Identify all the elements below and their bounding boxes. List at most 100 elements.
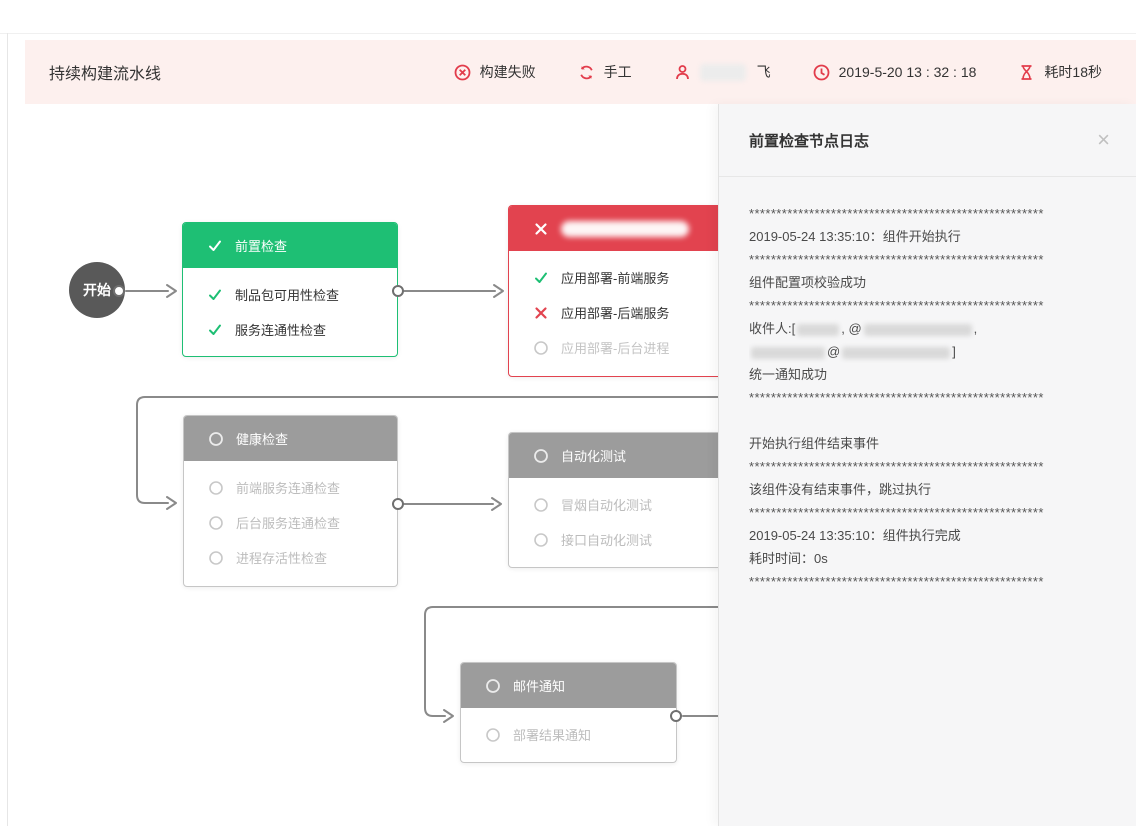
node-mail[interactable]: 邮件通知 部署结果通知	[460, 662, 677, 763]
build-status-bar: 持续构建流水线 构建失败 手工 飞 2019-5-20 13 : 32 : 18	[25, 40, 1136, 104]
log-line: 收件人:[, @,	[749, 321, 978, 336]
check-icon	[535, 272, 547, 283]
trigger-mode-label: 手工	[603, 64, 632, 80]
log-line: 2019-05-24 13:35:10：组件执行完成	[749, 528, 961, 543]
log-close-icon[interactable]: ×	[1097, 127, 1110, 152]
step-label: 服务连通性检查	[235, 323, 327, 338]
redacted-text	[842, 346, 951, 359]
node-deploy[interactable]: 应用部署-前端服务 应用部署-后端服务 应用部署-后台进程	[508, 205, 745, 377]
log-panel: 前置检查节点日志 × *****************************…	[718, 104, 1136, 826]
node-step[interactable]: 后台服务连通检查	[184, 505, 397, 540]
clock-icon	[813, 64, 830, 80]
node-mail-header[interactable]: 邮件通知	[461, 663, 676, 708]
check-icon	[209, 289, 221, 300]
log-line: @]	[749, 340, 1118, 363]
redacted-text	[751, 346, 825, 359]
step-label: 应用部署-前端服务	[561, 271, 670, 286]
node-step[interactable]: 服务连通性检查	[183, 312, 397, 347]
duration: 耗时18秒	[1018, 62, 1102, 82]
node-step[interactable]: 制品包可用性检查	[183, 277, 397, 312]
pending-circle-icon	[534, 448, 548, 463]
sync-icon	[580, 65, 593, 79]
log-panel-header: 前置检查节点日志 ×	[719, 104, 1136, 177]
step-label: 前端服务连通检查	[236, 481, 341, 496]
log-content: ****************************************…	[719, 177, 1136, 593]
node-deploy-body: 应用部署-前端服务 应用部署-后端服务 应用部署-后台进程	[509, 251, 744, 365]
step-label: 制品包可用性检查	[235, 288, 340, 303]
log-line: ****************************************…	[749, 459, 1044, 474]
titlebar	[0, 0, 1136, 34]
cross-icon	[535, 306, 547, 319]
log-line: 统一通知成功	[749, 367, 828, 382]
duration-label: 耗时18秒	[1044, 64, 1102, 80]
build-result: 构建失败	[454, 62, 536, 82]
node-step[interactable]: 前端服务连通检查	[184, 470, 397, 505]
start-time: 2019-5-20 13 : 32 : 18	[813, 64, 976, 81]
node-title: 邮件通知	[513, 679, 566, 694]
pending-circle-icon	[209, 480, 223, 495]
pending-circle-icon	[534, 340, 548, 355]
node-step[interactable]: 冒烟自动化测试	[509, 487, 744, 522]
log-line: ****************************************…	[749, 505, 1044, 520]
node-health[interactable]: 健康检查 前端服务连通检查 后台服务连通检查 进程存活性检查	[183, 415, 398, 587]
pending-circle-icon	[486, 727, 500, 742]
node-health-body: 前端服务连通检查 后台服务连通检查 进程存活性检查	[184, 461, 397, 575]
log-line: 2019-05-24 13:35:10：组件开始执行	[749, 229, 961, 244]
pending-circle-icon	[534, 497, 548, 512]
node-step[interactable]: 进程存活性检查	[184, 540, 397, 575]
check-icon	[209, 324, 221, 335]
redacted-text	[797, 323, 840, 336]
log-line: ****************************************…	[749, 298, 1044, 313]
trigger-mode: 手工	[578, 62, 632, 82]
connector-dot	[392, 498, 404, 510]
node-step[interactable]: 应用部署-后台进程	[509, 330, 744, 365]
node-step[interactable]: 应用部署-后端服务	[509, 295, 744, 330]
left-border-divider	[7, 33, 8, 826]
user-icon	[675, 64, 689, 79]
build-result-label: 构建失败	[479, 64, 536, 80]
step-label: 后台服务连通检查	[236, 516, 341, 531]
pending-circle-icon	[486, 678, 500, 693]
node-precheck-header[interactable]: 前置检查	[183, 223, 397, 268]
node-mail-body: 部署结果通知	[461, 708, 676, 752]
redacted-text	[863, 323, 972, 336]
executor: 飞	[674, 62, 771, 82]
connector-dot	[113, 285, 125, 297]
hourglass-icon	[1021, 64, 1032, 80]
log-line: 组件配置项校验成功	[749, 275, 867, 290]
node-step[interactable]: 接口自动化测试	[509, 522, 744, 557]
log-line: 耗时时间：0s	[749, 551, 828, 566]
cross-icon	[535, 222, 547, 235]
pending-circle-icon	[534, 532, 548, 547]
executor-name-redacted	[699, 63, 746, 81]
executor-label: 飞	[756, 64, 771, 80]
log-line: ****************************************…	[749, 390, 1044, 405]
node-step[interactable]: 应用部署-前端服务	[509, 260, 744, 295]
node-precheck-body: 制品包可用性检查 服务连通性检查	[183, 268, 397, 347]
node-precheck[interactable]: 前置检查 制品包可用性检查 服务连通性检查	[182, 222, 398, 357]
log-line: 该组件没有结束事件，跳过执行	[749, 482, 932, 497]
build-status-items: 构建失败 手工 飞 2019-5-20 13 : 32 : 18 耗时18秒	[454, 62, 1102, 82]
node-autotest-header[interactable]: 自动化测试	[509, 433, 744, 478]
node-autotest[interactable]: 自动化测试 冒烟自动化测试 接口自动化测试	[508, 432, 745, 568]
step-label: 冒烟自动化测试	[561, 498, 653, 513]
node-step[interactable]: 部署结果通知	[461, 717, 676, 752]
node-autotest-body: 冒烟自动化测试 接口自动化测试	[509, 478, 744, 557]
node-title-redacted	[561, 220, 689, 237]
connector-dot	[392, 285, 404, 297]
log-line: ****************************************…	[749, 574, 1044, 589]
node-health-header[interactable]: 健康检查	[184, 416, 397, 461]
node-title: 自动化测试	[561, 449, 627, 464]
pending-circle-icon	[209, 515, 223, 530]
check-icon	[209, 240, 221, 251]
pending-circle-icon	[209, 431, 223, 446]
node-title: 前置检查	[235, 239, 288, 254]
step-label: 进程存活性检查	[236, 551, 328, 566]
step-label: 部署结果通知	[513, 728, 592, 743]
node-title: 健康检查	[236, 432, 289, 447]
log-line	[749, 409, 1118, 432]
node-deploy-header[interactable]	[509, 206, 744, 251]
step-label: 应用部署-后台进程	[561, 341, 670, 356]
step-label: 接口自动化测试	[561, 533, 653, 548]
